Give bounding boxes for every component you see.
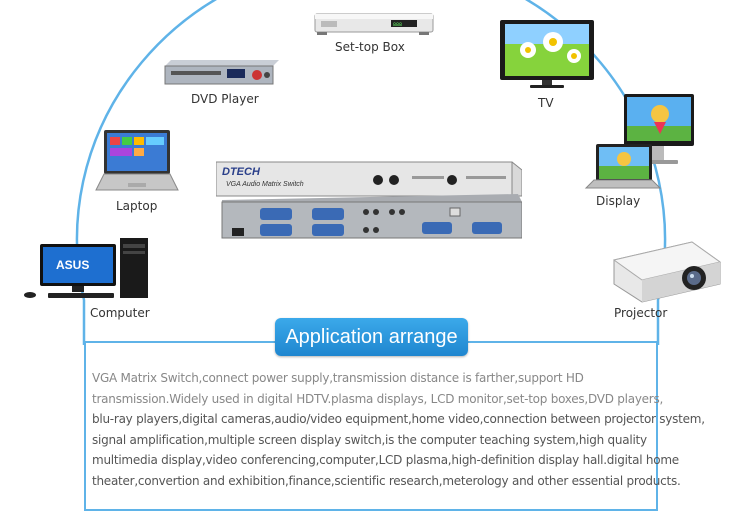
label-tv: TV	[538, 96, 554, 110]
display-icon	[584, 94, 694, 189]
projector-icon	[612, 241, 722, 303]
label-display: Display	[596, 194, 641, 208]
description-text: VGA Matrix Switch,connect power supply,t…	[92, 368, 705, 492]
description-line: VGA Matrix Switch,connect power supply,t…	[92, 371, 584, 385]
label-laptop: Laptop	[116, 199, 158, 213]
tv-icon	[500, 20, 594, 88]
description-box	[84, 341, 658, 511]
set-top-box-icon: 888	[314, 13, 434, 35]
switch-brand: DTECH	[222, 166, 260, 178]
box-top-border-right	[467, 341, 658, 343]
label-projector: Projector	[614, 306, 668, 320]
box-top-border-left	[84, 341, 275, 343]
switch-model: VGA Audio Matrix Switch	[226, 181, 304, 188]
description-line: signal amplification,multiple screen dis…	[92, 432, 647, 447]
label-set-top-box: Set-top Box	[335, 40, 405, 54]
computer-icon: ASUS	[24, 238, 148, 298]
dvd-player-icon	[164, 60, 279, 85]
description-line: transmission.Widely used in digital HDTV…	[92, 391, 664, 406]
description-line: theater,convertion and exhibition,financ…	[92, 473, 681, 488]
description-line: blu-ray players,digital cameras,audio/vi…	[92, 412, 705, 427]
matrix-switch-icon	[216, 161, 522, 239]
laptop-icon	[95, 130, 179, 191]
svg-text:ASUS: ASUS	[56, 258, 89, 272]
section-heading: Application arrange	[275, 318, 468, 356]
svg-text:888: 888	[393, 22, 402, 28]
description-line: multimedia display,video conferencing,co…	[92, 453, 679, 468]
label-computer: Computer	[90, 306, 150, 320]
label-dvd-player: DVD Player	[191, 92, 259, 106]
